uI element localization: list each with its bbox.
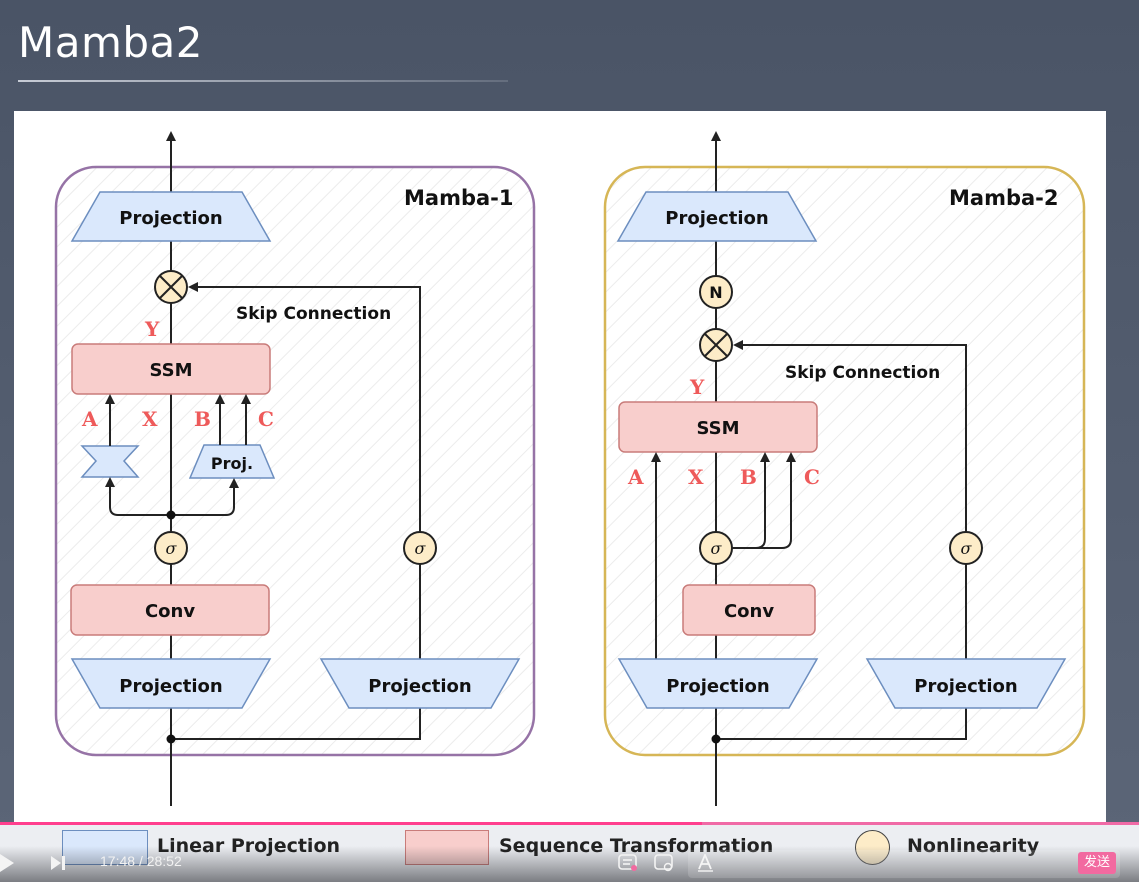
mamba2-c-arrow [716, 452, 796, 549]
mamba2-junction-dot [711, 734, 721, 744]
mamba2-out-projection-label: Projection [665, 208, 768, 229]
mamba2-in-projection-gate-label: Projection [914, 676, 1017, 697]
mamba2-norm-node [699, 275, 733, 309]
mamba2-skip-label: Skip Connection [785, 363, 940, 383]
mamba1-in-projection-gate [319, 658, 521, 709]
send-button[interactable]: 发送 [1078, 852, 1116, 874]
mamba1-bc-projection [188, 444, 276, 479]
mamba2-in-projection-main [617, 658, 819, 709]
mamba2-sigma-label: σ [711, 539, 723, 558]
mamba2-multiply-cross-2 [704, 333, 728, 357]
next-icon[interactable] [50, 855, 66, 871]
mamba2-conv-box [682, 584, 816, 636]
danmaku-style-icon[interactable] [697, 854, 715, 872]
mamba1-conv-label: Conv [145, 601, 195, 622]
mamba2-gate-sigma-label: σ [961, 539, 973, 558]
mamba2-in-projection-gate [865, 658, 1067, 709]
mamba1-out-projection-label: Projection [119, 208, 222, 229]
video-progress-fill [0, 822, 703, 825]
mamba2-in-projection-main-label: Projection [666, 676, 769, 697]
mamba1-gate-sigma-label: σ [415, 539, 427, 558]
mamba2-out-projection [616, 191, 818, 242]
mamba1-ssm-box [71, 343, 271, 395]
mamba1-branch-bc [171, 478, 239, 516]
mamba1-sigma-node [154, 531, 188, 565]
mamba1-out-projection [70, 191, 272, 242]
mamba2-sigma-node [699, 531, 733, 565]
slide-title: Mamba2 [18, 18, 204, 67]
mamba1-branch-dot [166, 510, 176, 520]
mamba1-in-projection-main-label: Projection [119, 676, 222, 697]
mamba1-title: Mamba-1 [404, 186, 513, 210]
mamba1-skip-line [171, 282, 421, 740]
time-current: 17:48 [100, 853, 136, 869]
mamba1-block: Mamba-1 Projection Skip Connection Y SSM… [54, 131, 536, 806]
mamba2-letter-x: X [688, 465, 704, 489]
video-player-controls [0, 846, 1139, 882]
mamba2-gate-sigma-node [949, 531, 983, 565]
mamba1-multiply-cross-2 [159, 275, 183, 299]
mamba2-letter-a: A [627, 465, 644, 489]
mamba1-junction-dot [166, 734, 176, 744]
time-total: 28:52 [146, 853, 182, 869]
mamba-diagram: Mamba-1 Projection Skip Connection Y SSM… [54, 131, 1086, 806]
mamba1-bc-projection-label: Proj. [211, 454, 253, 473]
mamba1-sigma-label: σ [166, 539, 178, 558]
title-underline [18, 80, 508, 82]
time-separator: / [138, 853, 143, 869]
play-icon[interactable] [0, 854, 16, 872]
mamba2-ssm-box [618, 401, 818, 453]
figure-panel: Mamba-1 Projection Skip Connection Y SSM… [14, 111, 1106, 826]
mamba1-skip-label: Skip Connection [236, 304, 391, 324]
mamba1-letter-c: C [258, 407, 274, 431]
mamba1-a-projection [80, 445, 140, 478]
mamba2-block: Mamba-2 Projection N Skip Connection Y S… [603, 131, 1086, 806]
video-progress-bar[interactable] [0, 822, 1139, 825]
mamba2-norm-label: N [709, 283, 722, 302]
mamba1-letter-a: A [81, 407, 98, 431]
mamba2-letter-c: C [804, 465, 820, 489]
video-time: 17:48 / 28:52 [100, 853, 182, 869]
danmaku-settings-icon[interactable] [654, 854, 674, 872]
mamba1-letter-b: B [194, 407, 211, 431]
danmaku-input[interactable] [688, 850, 1120, 878]
danmaku-toggle-icon[interactable] [618, 854, 638, 872]
mamba2-letter-y: Y [689, 375, 705, 399]
mamba1-in-projection-main [70, 658, 272, 709]
mamba1-gate-sigma-node [403, 531, 437, 565]
mamba1-letter-x: X [142, 407, 158, 431]
mamba2-ssm-label: SSM [696, 418, 739, 439]
mamba2-letter-b: B [740, 465, 757, 489]
mamba1-letter-y: Y [144, 317, 160, 341]
mamba1-in-projection-gate-label: Projection [368, 676, 471, 697]
mamba1-ssm-label: SSM [149, 360, 192, 381]
mamba2-title: Mamba-2 [949, 186, 1058, 210]
mamba2-conv-label: Conv [724, 601, 774, 622]
mamba1-conv-box [70, 584, 270, 636]
mamba1-branch-a [105, 477, 171, 516]
